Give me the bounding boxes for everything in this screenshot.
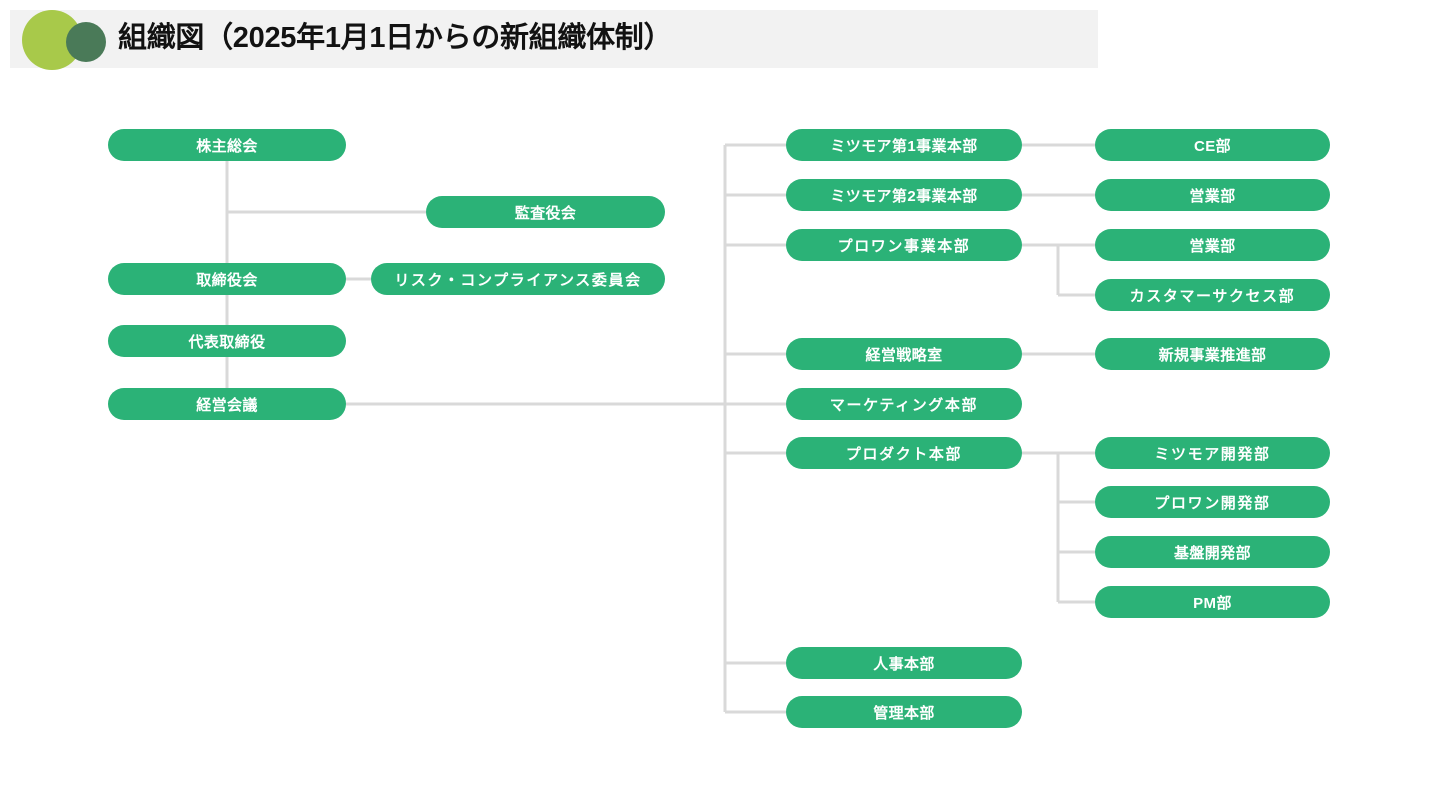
node-risk-compliance-committee[interactable]: リスク・コンプライアンス委員会 bbox=[371, 263, 665, 295]
node-customer-success-department[interactable]: カスタマーサクセス部 bbox=[1095, 279, 1330, 311]
node-management-strategy-office[interactable]: 経営戦略室 bbox=[786, 338, 1022, 370]
page-title: 組織図（2025年1月1日からの新組織体制） bbox=[118, 22, 673, 54]
node-pm-department[interactable]: PM部 bbox=[1095, 586, 1330, 618]
node-new-business-development-department[interactable]: 新規事業推進部 bbox=[1095, 338, 1330, 370]
node-shareholders-meeting[interactable]: 株主総会 bbox=[108, 129, 346, 161]
node-mitsumor-development-department[interactable]: ミツモア開発部 bbox=[1095, 437, 1330, 469]
node-board-of-directors[interactable]: 取締役会 bbox=[108, 263, 346, 295]
node-marketing-division[interactable]: マーケティング本部 bbox=[786, 388, 1022, 420]
header-band bbox=[10, 10, 1098, 68]
node-mitsumor-2nd-business-division[interactable]: ミツモア第2事業本部 bbox=[786, 179, 1022, 211]
node-ce-department[interactable]: CE部 bbox=[1095, 129, 1330, 161]
logo-circle-small-icon bbox=[66, 22, 106, 62]
node-representative-director[interactable]: 代表取締役 bbox=[108, 325, 346, 357]
node-mitsumor-1st-business-division[interactable]: ミツモア第1事業本部 bbox=[786, 129, 1022, 161]
node-administration-division[interactable]: 管理本部 bbox=[786, 696, 1022, 728]
node-sales-department-2[interactable]: 営業部 bbox=[1095, 229, 1330, 261]
node-sales-department-1[interactable]: 営業部 bbox=[1095, 179, 1330, 211]
node-management-meeting[interactable]: 経営会議 bbox=[108, 388, 346, 420]
node-audit-committee[interactable]: 監査役会 bbox=[426, 196, 665, 228]
node-hr-division[interactable]: 人事本部 bbox=[786, 647, 1022, 679]
node-product-division[interactable]: プロダクト本部 bbox=[786, 437, 1022, 469]
logo-mark bbox=[22, 8, 138, 70]
node-proone-business-division[interactable]: プロワン事業本部 bbox=[786, 229, 1022, 261]
node-platform-development-department[interactable]: 基盤開発部 bbox=[1095, 536, 1330, 568]
node-proone-development-department[interactable]: プロワン開発部 bbox=[1095, 486, 1330, 518]
